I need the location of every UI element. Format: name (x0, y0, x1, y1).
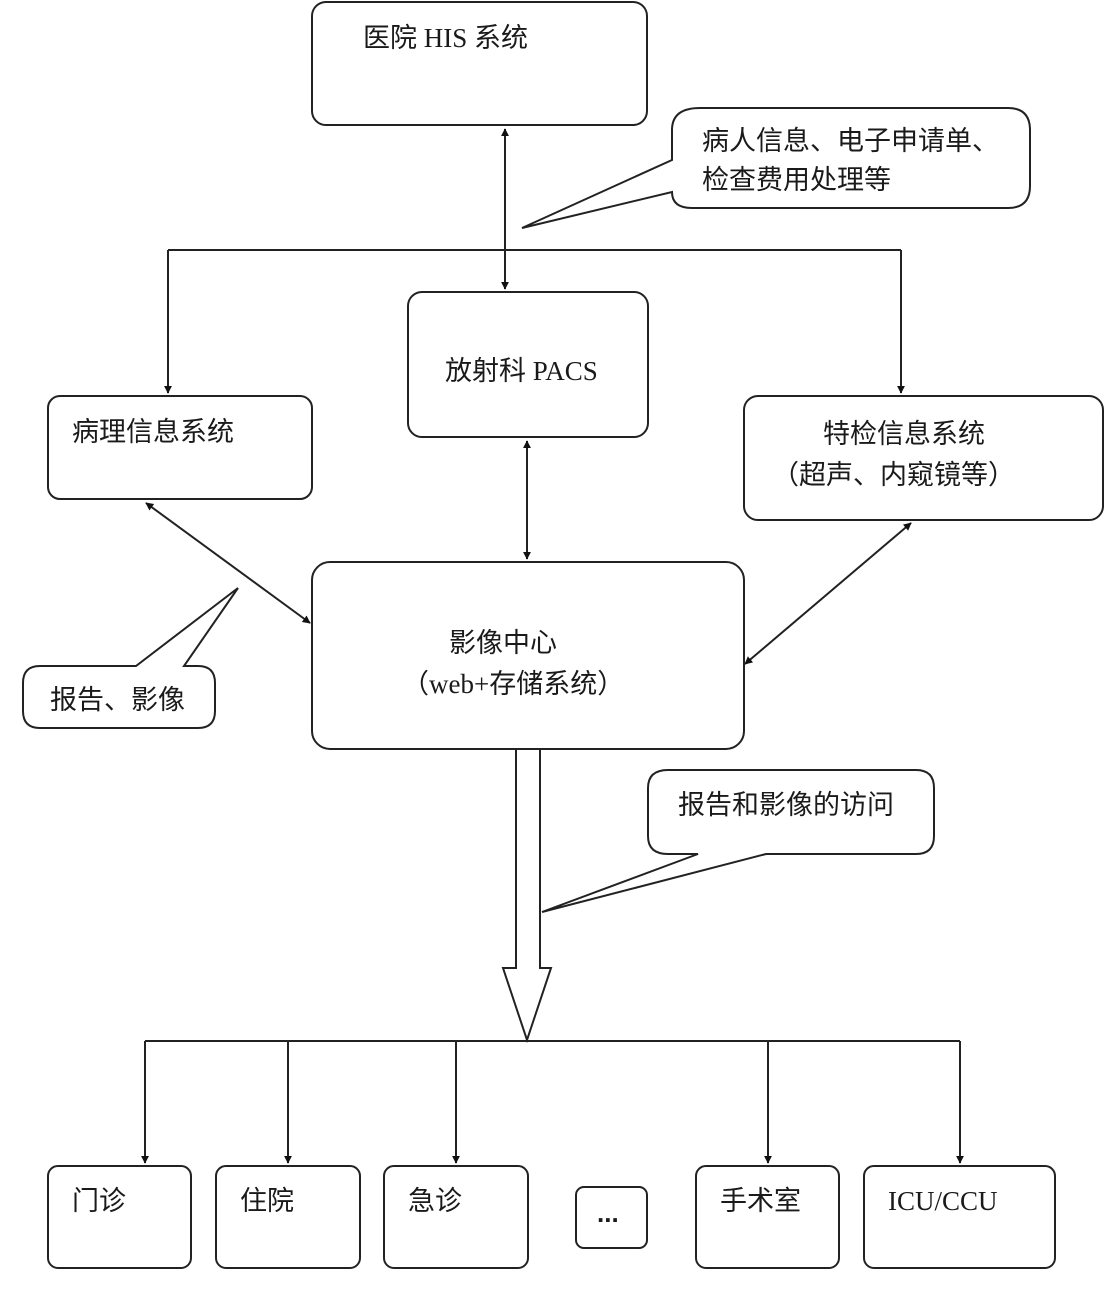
hollow-down-arrow (501, 749, 553, 1044)
his-info-callout: 病人信息、电子申请单、 检查费用处理等 (521, 107, 1031, 229)
pathology-center-connector (145, 502, 311, 624)
pacs-label: 放射科 PACS (445, 356, 598, 386)
emergency-node: 急诊 (383, 1165, 529, 1269)
outpatient-label: 门诊 (72, 1186, 126, 1216)
his-node: 医院 HIS 系统 (311, 1, 648, 126)
pathology-node: 病理信息系统 (47, 395, 313, 500)
access-label: 报告和影像的访问 (678, 790, 894, 820)
access-callout: 报告和影像的访问 (541, 769, 935, 913)
icu-label: ICU/CCU (888, 1186, 998, 1216)
his-label: 医院 HIS 系统 (363, 23, 528, 53)
imaging-center-node: 影像中心 （web+存储系统） (311, 561, 745, 750)
emergency-label: 急诊 (408, 1186, 462, 1216)
inpatient-node: 住院 (215, 1165, 361, 1269)
surgery-label: 手术室 (720, 1186, 801, 1216)
pacs-node: 放射科 PACS (407, 291, 649, 438)
special-exam-node: 特检信息系统 （超声、内窥镜等） (743, 395, 1104, 521)
outpatient-node: 门诊 (47, 1165, 192, 1269)
special-exam-sublabel: （超声、内窥镜等） (772, 460, 1015, 490)
imaging-center-sublabel: （web+存储系统） (402, 669, 624, 699)
pathology-label: 病理信息系统 (72, 417, 234, 447)
report-image-label: 报告、影像 (50, 685, 185, 715)
his-info-line1: 病人信息、电子申请单、 (702, 126, 999, 156)
surgery-node: 手术室 (695, 1165, 840, 1269)
more-label: ... (597, 1198, 619, 1228)
more-node: ... (575, 1186, 648, 1249)
imaging-center-label: 影像中心 (449, 628, 557, 658)
inpatient-label: 住院 (240, 1186, 294, 1216)
report-image-callout: 报告、影像 (22, 587, 239, 729)
special-exam-label: 特检信息系统 (823, 419, 985, 449)
his-info-line2: 检查费用处理等 (702, 165, 891, 195)
icu-node: ICU/CCU (863, 1165, 1056, 1269)
special-center-connector (744, 522, 912, 665)
